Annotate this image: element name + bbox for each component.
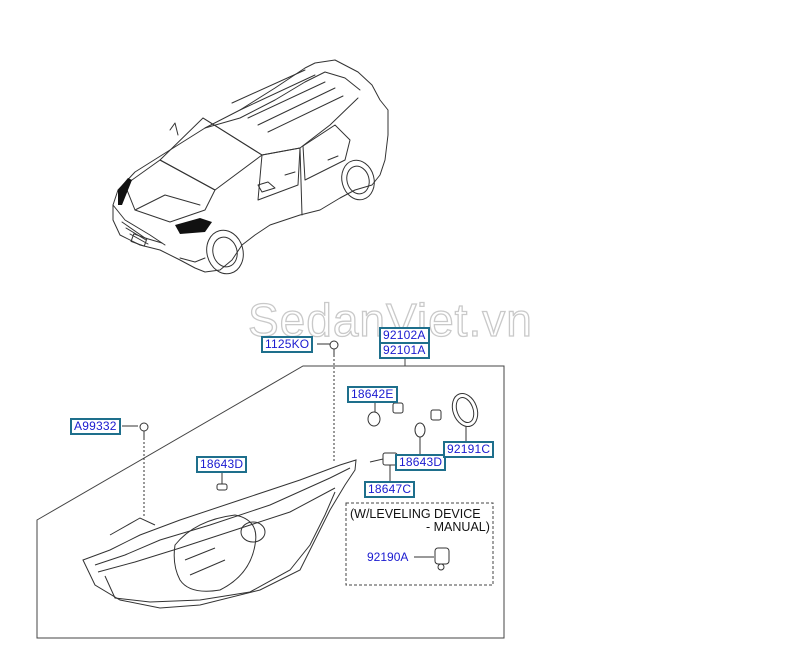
option-note-line2: - MANUAL) [426, 520, 490, 534]
callout-18647C[interactable]: 18647C [364, 481, 416, 498]
callout-assembly[interactable]: 92102A 92101A [379, 327, 430, 359]
callout-92190A[interactable]: 92190A [367, 550, 409, 564]
highlighted-headlamps [118, 178, 212, 234]
callout-A99332[interactable]: A99332 [70, 418, 121, 435]
vehicle-illustration [112, 59, 389, 275]
option-box [345, 502, 494, 586]
callout-92191C[interactable]: 92191C [443, 441, 495, 458]
small-parts [139, 340, 479, 571]
callout-92101A[interactable]: 92101A [381, 342, 428, 357]
callout-18643D-bulb[interactable]: 18643D [395, 454, 447, 471]
option-note-line1: (W/LEVELING DEVICE [350, 507, 481, 521]
headlamp-assembly [82, 459, 357, 609]
callout-18642E[interactable]: 18642E [347, 386, 398, 403]
callout-18643D-socket[interactable]: 18643D [196, 456, 248, 473]
callout-92102A[interactable]: 92102A [383, 328, 426, 342]
parts-frame [36, 357, 505, 639]
callout-1125KO[interactable]: 1125KO [261, 336, 314, 353]
leader-lines [122, 343, 467, 558]
